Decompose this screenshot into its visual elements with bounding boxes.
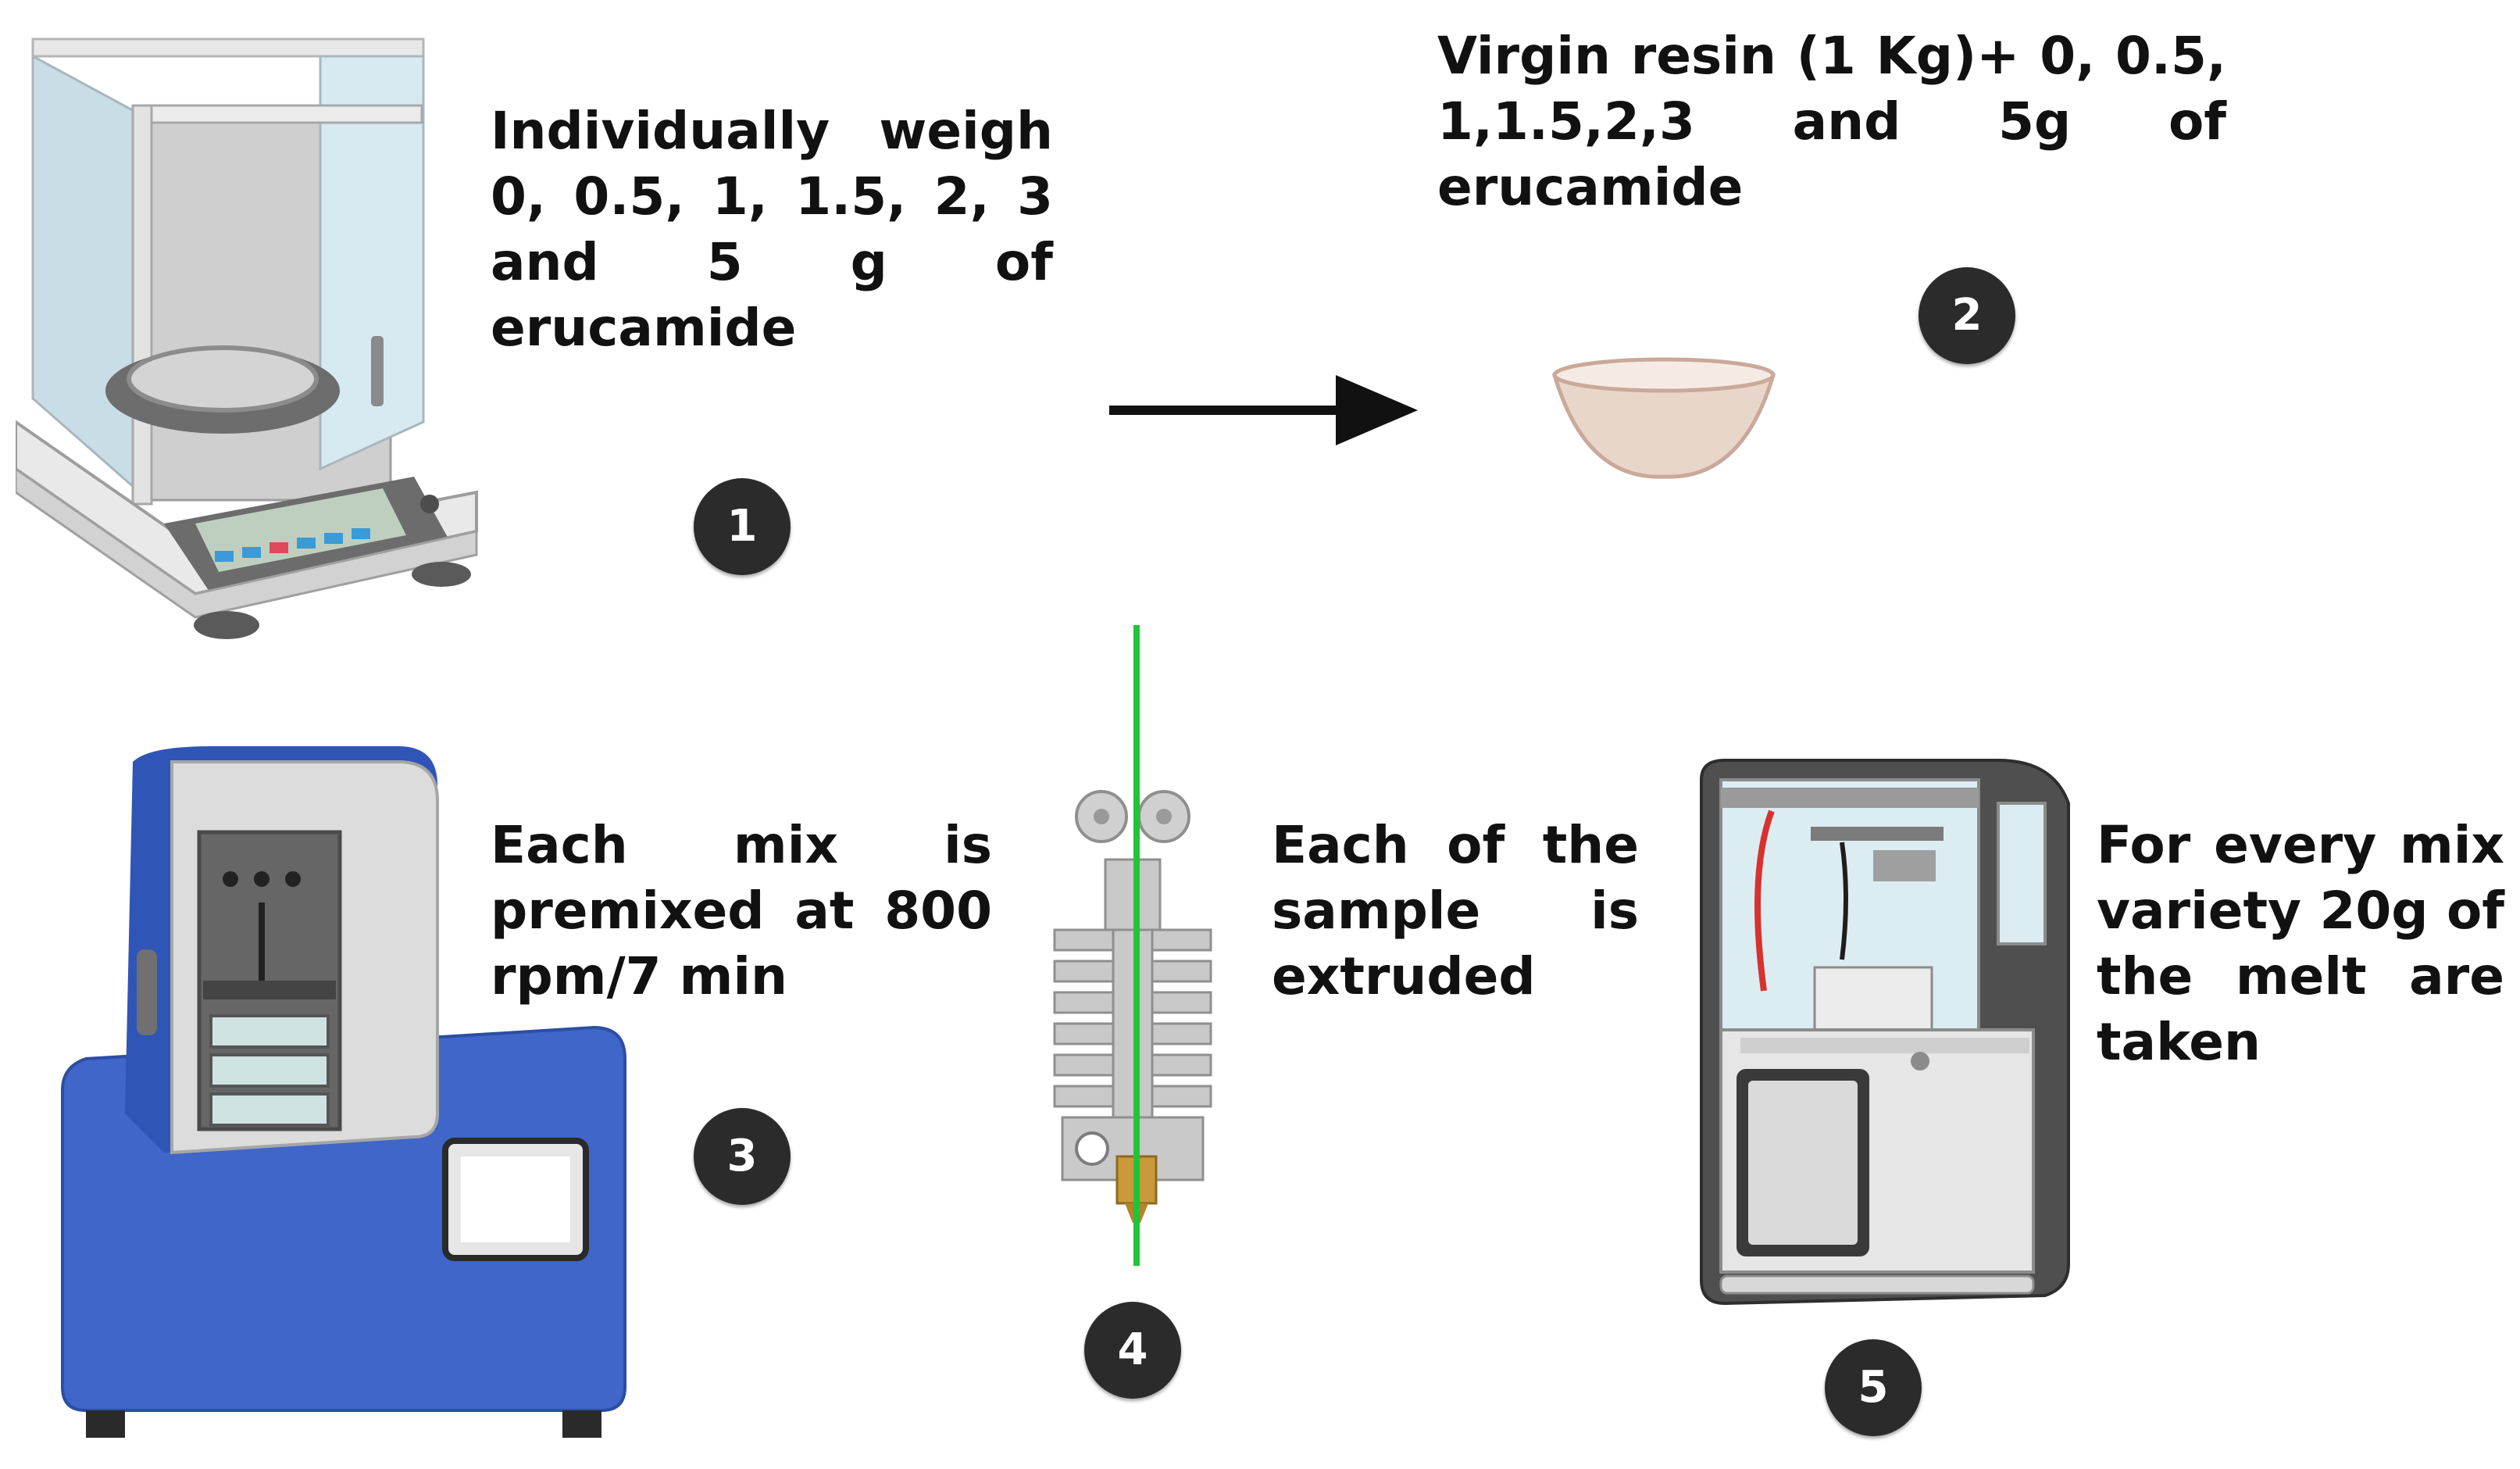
step-4-badge: 4	[1084, 1302, 1181, 1399]
analytical-balance-icon	[16, 38, 478, 639]
step-3-text: Each mix is premixed at 800 rpm/7 min	[491, 815, 992, 1006]
step-2-text: Virgin resin (1 Kg)+ 0, 0.5, 1,1.5,2,3 a…	[1437, 26, 2226, 217]
extruder-hotend-icon	[1053, 625, 1212, 1266]
melt-flow-tester-icon	[1700, 759, 2070, 1306]
bowl-icon	[1551, 357, 1776, 479]
step-5-badge: 5	[1825, 1339, 1922, 1436]
step-1-badge: 1	[694, 478, 791, 575]
step-4-text: Each of the sample is extruded	[1272, 815, 1639, 1006]
step-3-badge: 3	[694, 1108, 791, 1205]
right-arrow-icon	[1109, 375, 1418, 445]
step-1-text: Individually weigh 0, 0.5, 1, 1.5, 2, 3 …	[491, 101, 1053, 358]
step-5-text: For every mix variety 20g of the melt ar…	[2097, 815, 2504, 1072]
premixer-machine-icon	[61, 746, 626, 1438]
step-2-badge: 2	[1919, 267, 2015, 364]
